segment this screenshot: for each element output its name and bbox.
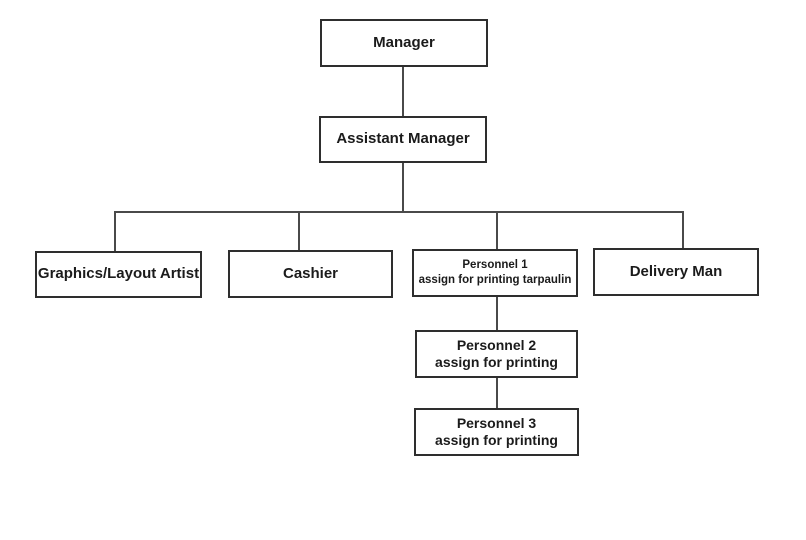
- connector-drop-personnel-1: [496, 211, 498, 250]
- node-personnel-2-title: Personnel 2: [456, 336, 537, 353]
- node-personnel-3-title: Personnel 3: [456, 414, 537, 431]
- node-personnel-3-subtitle: assign for printing: [435, 432, 558, 448]
- node-personnel-1: Personnel 1 assign for printing tarpauli…: [412, 249, 578, 297]
- node-personnel-2-subtitle: assign for printing: [435, 354, 558, 370]
- connector-drop-graphics-artist: [114, 211, 116, 251]
- connector-horizontal-bus: [114, 211, 684, 213]
- node-manager: Manager: [320, 19, 488, 67]
- connector-personnel1-personnel2: [496, 297, 498, 331]
- node-delivery-man-label: Delivery Man: [629, 262, 723, 280]
- node-delivery-man: Delivery Man: [593, 248, 759, 296]
- node-cashier: Cashier: [228, 250, 393, 298]
- node-assistant-manager: Assistant Manager: [319, 116, 487, 163]
- connector-personnel2-personnel3: [496, 378, 498, 409]
- node-personnel-1-title: Personnel 1: [462, 259, 528, 272]
- node-graphics-layout-artist: Graphics/Layout Artist: [35, 251, 202, 298]
- node-cashier-label: Cashier: [282, 264, 339, 282]
- node-assistant-manager-label: Assistant Manager: [336, 130, 470, 148]
- connector-assistant-bus: [402, 163, 404, 212]
- connector-drop-delivery-man: [682, 211, 684, 249]
- node-personnel-1-subtitle: assign for printing tarpaulin: [418, 274, 572, 286]
- node-personnel-3: Personnel 3 assign for printing: [414, 408, 579, 456]
- node-manager-label: Manager: [373, 33, 435, 51]
- connector-drop-cashier: [298, 211, 300, 251]
- connector-manager-assistant: [402, 67, 404, 116]
- node-graphics-layout-artist-label: Graphics/Layout Artist: [37, 265, 200, 283]
- node-personnel-2: Personnel 2 assign for printing: [415, 330, 578, 378]
